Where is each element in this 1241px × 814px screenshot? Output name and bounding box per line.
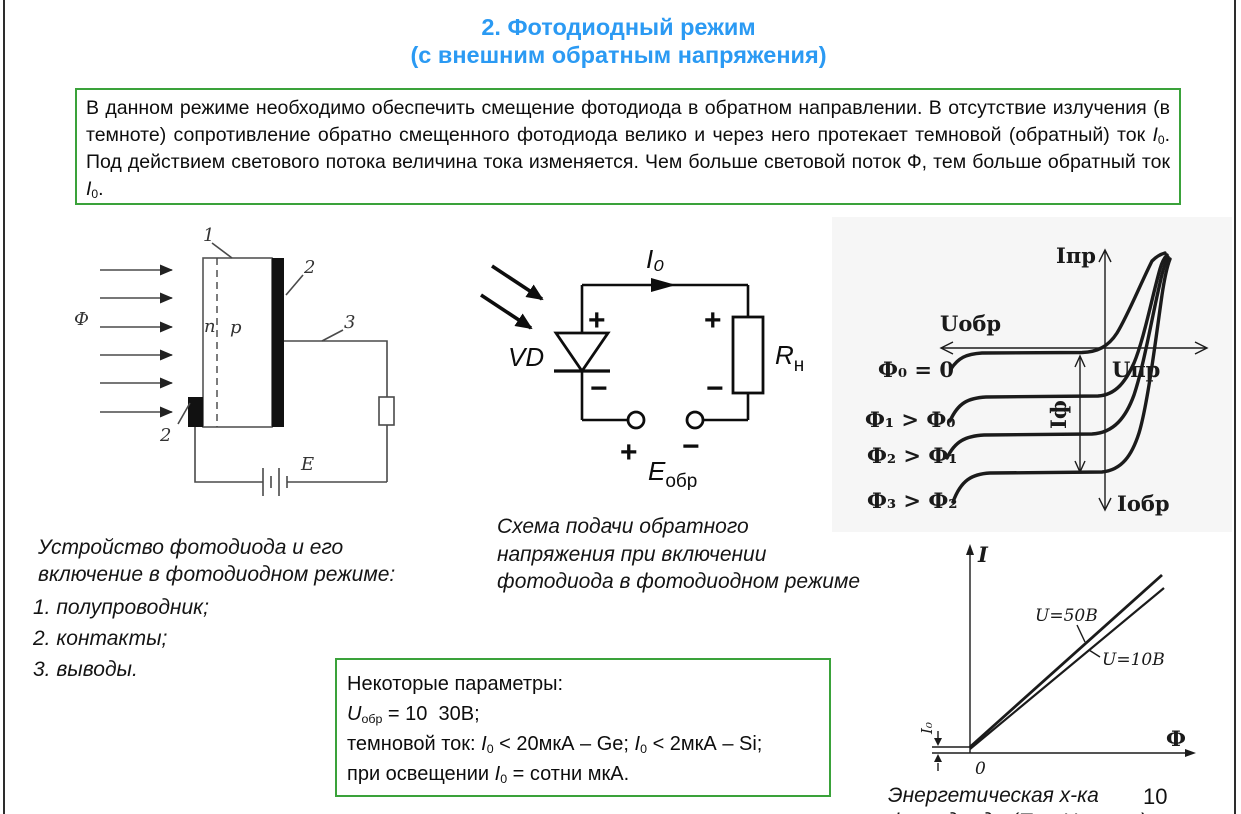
- device-caption-line1: Устройство фотодиода и его: [38, 536, 344, 559]
- iv-curves: [945, 251, 1172, 504]
- battery-e-label: E: [300, 454, 314, 475]
- curve-label-phi3: Ф₃ > Ф₂: [867, 488, 957, 513]
- intro-paragraph: В данном режиме необходимо обеспечить см…: [86, 97, 1170, 202]
- reverse-emf-label: Eобр: [648, 456, 697, 490]
- characteristic-lines: [969, 573, 1165, 750]
- photodiode-symbol: [553, 331, 611, 374]
- i0-offset-label: I₀: [918, 722, 936, 735]
- current-direction-arrow: [651, 278, 676, 292]
- flux-phi-label: Ф: [74, 309, 89, 330]
- device-item-2: 2. контакты;: [33, 627, 168, 650]
- intro-box: В данном режиме необходимо обеспечить см…: [75, 88, 1181, 205]
- bias-circuit-figure: I₀ VD + − + − Rн + − Eобр: [480, 244, 804, 490]
- vd-label: VD: [508, 342, 544, 372]
- u50-callout: U=50В: [1035, 606, 1098, 643]
- source-minus-sign: −: [682, 430, 700, 463]
- battery-symbol: [262, 468, 288, 496]
- u10-label: U=10В: [1102, 650, 1165, 670]
- curve-label-phi2: Ф₂ > Ф₁: [867, 443, 957, 468]
- circuit-caption-line3: фотодиода в фотодиодном режиме: [497, 570, 861, 593]
- params-illuminated: при освещении I0 = сотни мкА.: [347, 763, 630, 787]
- axis-label-uobr: Uобр: [940, 311, 1001, 336]
- device-caption-line2: включение в фотодиодном режиме:: [38, 563, 396, 586]
- source-plus-sign: +: [620, 436, 638, 469]
- light-arrows: [100, 264, 173, 418]
- semiconductor-body: [188, 257, 284, 428]
- load-resistor-symbol: [731, 315, 765, 395]
- device-caption: Устройство фотодиода и его включение в ф…: [33, 534, 473, 681]
- callout-1: 1: [203, 225, 233, 259]
- slide-title: 2. Фотодиодный режим (с внешним обратным…: [3, 13, 1234, 69]
- p-region-label: p: [230, 317, 242, 338]
- svg-text:2: 2: [159, 425, 171, 446]
- slide-title-line1: 2. Фотодиодный режим: [481, 14, 756, 40]
- curve-phi3: [951, 257, 1172, 504]
- diode-plus-sign: +: [588, 304, 606, 337]
- external-circuit-wires: E: [194, 340, 395, 496]
- callout-3: 3: [321, 312, 355, 342]
- svg-text:1: 1: [203, 225, 214, 246]
- svg-text:3: 3: [344, 312, 355, 333]
- terminal-plus: [626, 410, 646, 430]
- energy-characteristic-chart: I Ф 0 U=50В U=10В I₀: [918, 542, 1196, 779]
- slide-title-line2: (с внешним обратным напряжения): [410, 42, 827, 68]
- n-region-label: n: [204, 316, 216, 337]
- energy-caption: Энергетическая х-ка: [888, 784, 1099, 807]
- u50-label: U=50В: [1035, 606, 1098, 626]
- photodiode-device-figure: Ф n p 1 2 2 3: [74, 225, 395, 496]
- axis-label-iobr: Iобр: [1117, 491, 1170, 516]
- origin-label: 0: [975, 759, 986, 779]
- light-rays: [480, 264, 544, 330]
- params-uobr: Uобр = 10 30В;: [347, 703, 480, 727]
- circuit-caption-line2: напряжения при включении: [497, 542, 767, 566]
- photocurrent-span-arrow: Iф: [1046, 354, 1086, 474]
- resistor-symbol: [378, 396, 395, 426]
- diode-minus-sign: −: [590, 372, 608, 405]
- curve-phi2: [945, 255, 1170, 460]
- axis-label-i: I: [977, 542, 989, 567]
- u10-callout: U=10В: [1088, 649, 1165, 670]
- iph-label: Iф: [1046, 400, 1071, 429]
- params-dark-current: темновой ток: I0 < 20мкА – Ge; I0 < 2мкА…: [347, 733, 763, 757]
- axis-label-ipr: Iпр: [1056, 243, 1096, 268]
- slide-right-border: [1234, 0, 1236, 814]
- svg-text:2: 2: [303, 257, 315, 278]
- resistor-minus-sign: −: [706, 372, 724, 405]
- page-number: 10: [1143, 784, 1168, 809]
- circuit-caption: Схема подачи обратного напряжения при вк…: [497, 513, 897, 596]
- callout-2-top: 2: [285, 257, 315, 296]
- callout-2-bottom: 2: [159, 402, 191, 446]
- terminal-minus: [685, 410, 705, 430]
- curve-label-phi1: Ф₁ > Ф₀: [865, 407, 955, 432]
- contact-right: [272, 258, 284, 427]
- device-item-3: 3. выводы.: [33, 658, 138, 681]
- iv-characteristic-chart: Iпр Uобр Uпр Iобр Iф Ф₀ = 0 Ф₁ > Ф₀ Ф₂ >…: [832, 217, 1232, 532]
- axes: [939, 248, 1209, 512]
- params-title: Некоторые параметры:: [347, 673, 564, 695]
- curve-phi0: [949, 251, 1167, 371]
- curve-label-phi0: Ф₀ = 0: [878, 357, 954, 382]
- contact-bottom-left: [188, 397, 203, 427]
- current-i0-label: I₀: [646, 244, 664, 274]
- resistor-plus-sign: +: [704, 304, 722, 337]
- axis-label-phi: Ф: [1166, 726, 1186, 751]
- dark-current-marker: I₀: [918, 722, 970, 771]
- energy-caption-line2: фотодиода (При U=const): [888, 808, 1147, 814]
- axes: [932, 544, 1196, 757]
- device-item-1: 1. полупроводник;: [33, 596, 209, 619]
- circuit-caption-line1: Схема подачи обратного: [497, 515, 749, 538]
- curve-phi1: [948, 253, 1169, 423]
- slide-left-border: [3, 0, 5, 814]
- load-resistor-label: Rн: [775, 340, 804, 376]
- parameters-box: Некоторые параметры: Uобр = 10 30В; темн…: [335, 658, 831, 797]
